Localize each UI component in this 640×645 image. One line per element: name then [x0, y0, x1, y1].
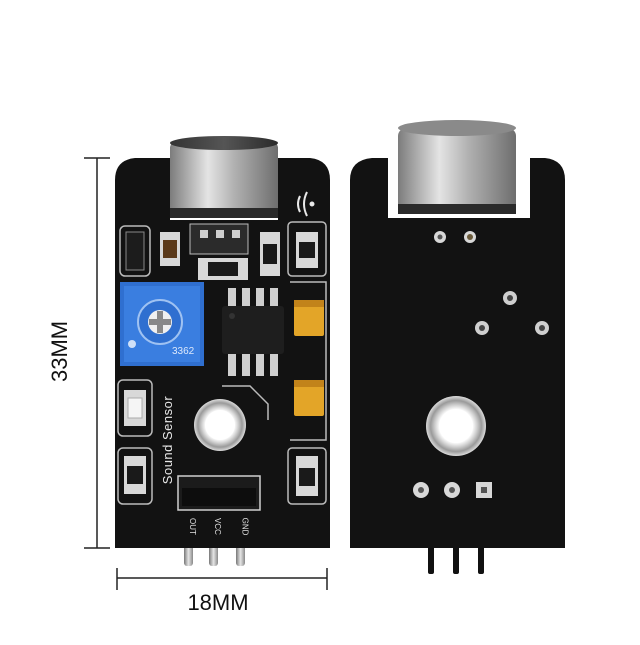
op-amp-chip [222, 288, 284, 376]
pin-label-out: OUT [187, 518, 197, 535]
pin-label-vcc: VCC [212, 518, 222, 535]
potentiometer-code: 3362 [172, 346, 195, 357]
width-dimension-label: 18MM [187, 590, 249, 615]
front-board: 3362 [115, 136, 330, 566]
header-pins-back [428, 546, 484, 574]
height-dimension-line [84, 157, 110, 549]
potentiometer: 3362 [120, 282, 204, 366]
width-dimension-line [116, 568, 328, 590]
silkscreen-label: Sound Sensor [160, 395, 175, 485]
microphone [170, 136, 278, 218]
capacitor [294, 300, 324, 416]
microphone-back [398, 120, 516, 214]
sound-wave-icon [297, 191, 315, 217]
back-board [350, 120, 565, 574]
pin-label-gnd: GND [240, 517, 250, 536]
height-dimension-label: 33MM [47, 320, 72, 382]
